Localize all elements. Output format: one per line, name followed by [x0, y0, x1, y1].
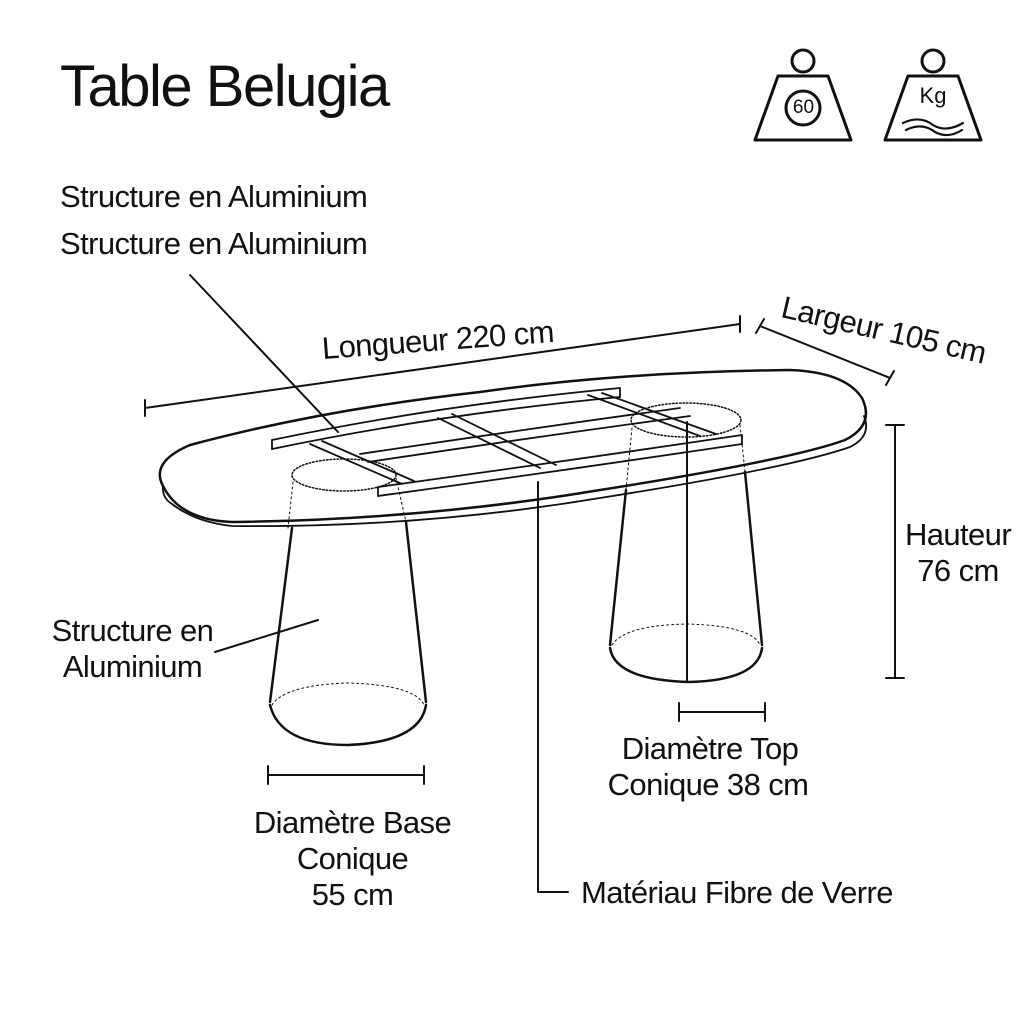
page-title: Table Belugia: [60, 54, 390, 119]
weight-kg-icon: [883, 48, 983, 142]
diameter-base-label-line3: 55 cm: [311, 877, 394, 912]
diameter-base-label-line2: Conique: [296, 841, 409, 876]
width-dimension: [755, 318, 895, 386]
height-label-line1: Hauteur: [904, 517, 1012, 552]
aluminium-frame: [271, 387, 743, 497]
diameter-top-label-line2: Conique 38 cm: [607, 767, 809, 802]
diameter-base-label-line1: Diamètre Base: [253, 805, 452, 840]
weight-kg-label: Kg: [919, 83, 947, 108]
leader-lines: [189, 274, 569, 893]
left-leg: [268, 477, 428, 747]
weight-60-label: 60: [792, 97, 815, 118]
height-dimension: [885, 424, 905, 679]
structure-side-label-line1: Structure en: [51, 613, 214, 648]
right-leg: [608, 424, 764, 684]
diameter-base-dimension: [267, 765, 425, 785]
weight-60-icon: [753, 48, 853, 142]
diameter-top-label-line1: Diamètre Top: [621, 731, 799, 766]
structure-side-label-line2: Aluminium: [62, 649, 203, 684]
diameter-top-dimension: [678, 421, 766, 722]
length-dimension: [144, 315, 741, 417]
structure-top-label-2: Structure en Aluminium: [60, 226, 368, 261]
material-label: Matériau Fibre de Verre: [581, 875, 893, 910]
table-top: [158, 368, 868, 528]
structure-top-label-1: Structure en Aluminium: [60, 179, 368, 214]
height-label-line2: 76 cm: [917, 553, 999, 588]
